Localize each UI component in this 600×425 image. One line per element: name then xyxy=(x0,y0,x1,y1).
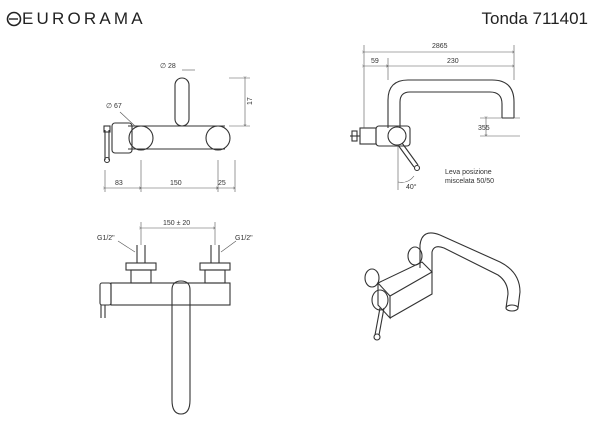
iso-flange-right xyxy=(407,246,423,266)
dim-front-diameter-top: ∅ 28 xyxy=(160,63,176,70)
side-spout-outer xyxy=(387,79,515,128)
top-connection-left-plate xyxy=(125,262,157,271)
model-title: Tonda 711401 xyxy=(481,9,588,28)
dim-front-bottom-mid: 150 xyxy=(170,180,182,187)
dim-side-height: 355 xyxy=(478,125,490,132)
isometric-view xyxy=(364,232,521,341)
front-view xyxy=(103,77,231,164)
top-lever-base xyxy=(99,282,112,306)
brand-name: EURORAMA xyxy=(22,9,146,28)
thread-right-label: G1/2" xyxy=(235,235,253,242)
iso-spout-outer xyxy=(419,232,521,309)
front-connection-right xyxy=(205,125,231,151)
thread-left-label: G1/2" xyxy=(97,235,115,242)
top-spout xyxy=(171,280,191,415)
top-connection-right-plate xyxy=(199,262,231,271)
dim-side-angle: 40° xyxy=(406,183,417,191)
dim-side-total: 2865 xyxy=(432,43,448,50)
dim-top-centers: 150 ± 20 xyxy=(163,220,190,227)
side-view xyxy=(350,79,515,172)
side-body-circle xyxy=(387,126,407,146)
iso-body-top xyxy=(377,261,433,297)
dim-side-left: 59 xyxy=(371,58,379,65)
front-spout xyxy=(174,77,190,127)
dim-front-height: 17 xyxy=(247,97,254,105)
side-spout-inner xyxy=(399,91,503,128)
dim-side-reach: 230 xyxy=(447,58,459,65)
top-connection-right xyxy=(204,269,226,284)
dim-front-diameter-left: ∅ 67 xyxy=(106,103,122,110)
lever-note-line-1: Leva posizione xyxy=(445,169,492,176)
front-lever-base xyxy=(111,122,133,154)
dim-front-bottom-right: 25 xyxy=(218,180,226,187)
iso-flange-left xyxy=(364,268,380,288)
top-view xyxy=(99,245,231,415)
iso-spout-inner xyxy=(431,246,509,309)
side-body xyxy=(375,125,411,147)
dim-front-bottom-left: 83 xyxy=(115,180,123,187)
lever-note-line-2: miscelata 50/50 xyxy=(445,178,494,185)
top-body xyxy=(110,282,231,306)
top-connection-left xyxy=(130,269,152,284)
front-connection-left xyxy=(128,125,154,151)
brand-logo-icon xyxy=(6,11,22,27)
side-wall-fitting xyxy=(359,127,377,145)
